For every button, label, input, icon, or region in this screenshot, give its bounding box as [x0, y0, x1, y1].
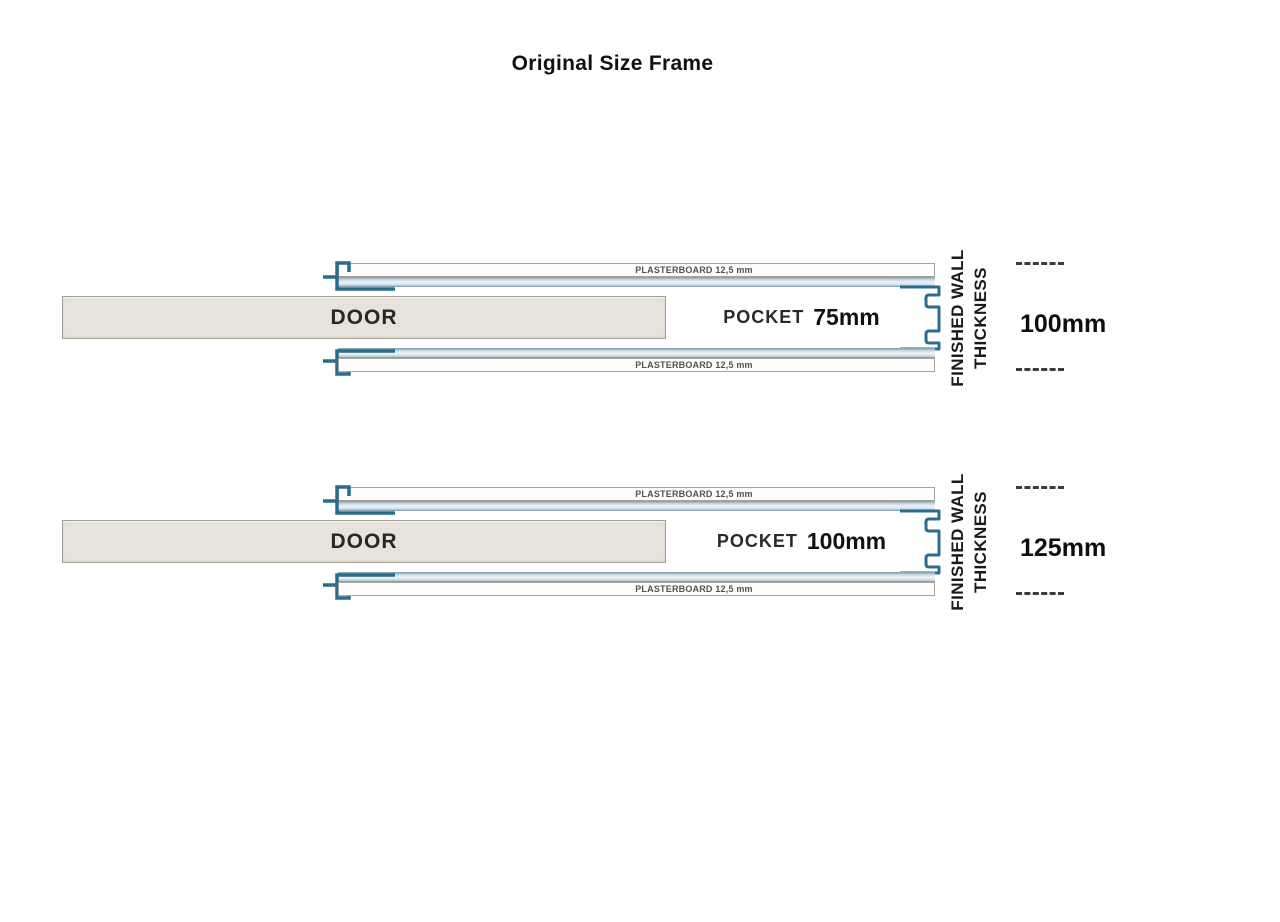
frame-jamb-profile-top-icon — [323, 261, 395, 291]
frame-track-bottom — [338, 572, 935, 582]
finished-wall-thickness-label: FINISHED WALL THICKNESS — [947, 462, 1005, 622]
finished-wall-line1: FINISHED WALL — [948, 473, 967, 611]
door: DOOR — [62, 520, 666, 563]
pocket-door-diagram-100mm: PLASTERBOARD 12,5 mm DOOR POCKET 100mm P… — [0, 473, 1280, 657]
pocket-dimension-label: POCKET 75mm — [668, 296, 935, 339]
page-title: Original Size Frame — [511, 52, 714, 75]
plasterboard-strip-top: PLASTERBOARD 12,5 mm — [338, 263, 935, 277]
wall-thickness-value: 100mm — [1020, 310, 1107, 338]
door: DOOR — [62, 296, 666, 339]
pocket-size-value: 75mm — [813, 304, 880, 330]
plasterboard-label-top: PLASTERBOARD 12,5 mm — [635, 489, 753, 499]
closing-jamb-profile-icon — [900, 509, 941, 575]
door-label: DOOR — [330, 305, 398, 329]
plasterboard-label-top: PLASTERBOARD 12,5 mm — [635, 265, 753, 275]
extension-dashed-line-bottom — [1016, 592, 1064, 595]
plasterboard-label-bottom: PLASTERBOARD 12,5 mm — [635, 360, 753, 370]
finished-wall-line2: THICKNESS — [970, 267, 990, 369]
extension-dashed-line-top — [1016, 262, 1064, 265]
pocket-word: POCKET — [716, 531, 798, 551]
plasterboard-strip-bottom: PLASTERBOARD 12,5 mm — [338, 358, 935, 372]
finished-wall-line1: FINISHED WALL — [948, 249, 967, 387]
door-label: DOOR — [330, 529, 398, 553]
pocket-size-value: 100mm — [806, 528, 887, 554]
plasterboard-label-bottom: PLASTERBOARD 12,5 mm — [635, 584, 753, 594]
frame-jamb-profile-top-icon — [323, 485, 395, 515]
extension-dashed-line-bottom — [1016, 368, 1064, 371]
wall-thickness-value: 125mm — [1020, 534, 1107, 562]
finished-wall-line2: THICKNESS — [970, 491, 990, 593]
frame-track-top — [338, 501, 935, 511]
plasterboard-strip-top: PLASTERBOARD 12,5 mm — [338, 487, 935, 501]
pocket-dimension-label: POCKET 100mm — [668, 520, 935, 563]
finished-wall-thickness-label: FINISHED WALL THICKNESS — [947, 238, 1005, 398]
plasterboard-strip-bottom: PLASTERBOARD 12,5 mm — [338, 582, 935, 596]
closing-jamb-profile-icon — [900, 285, 941, 351]
pocket-door-diagram-75mm: PLASTERBOARD 12,5 mm DOOR POCKET 75mm PL… — [0, 249, 1280, 433]
extension-dashed-line-top — [1016, 486, 1064, 489]
pocket-word: POCKET — [723, 307, 805, 327]
frame-track-top — [338, 277, 935, 287]
frame-track-bottom — [338, 348, 935, 358]
